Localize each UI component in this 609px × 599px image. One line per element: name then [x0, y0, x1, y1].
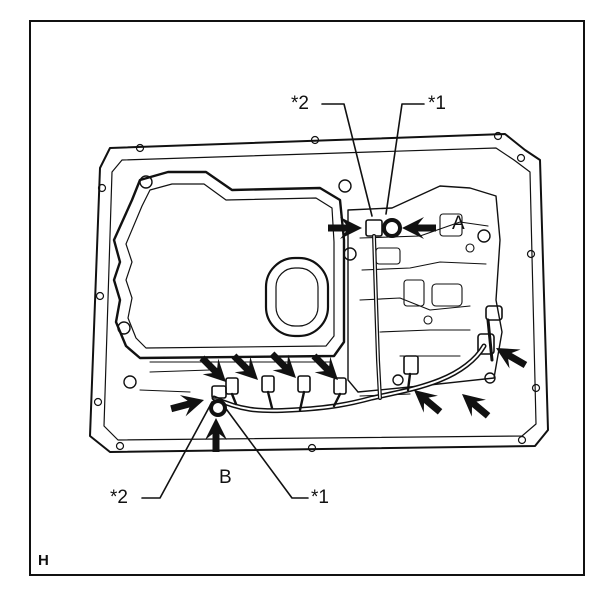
clamp-b [209, 399, 227, 417]
arrow-connector-2 [226, 348, 266, 388]
point-label-b: B [219, 467, 232, 488]
indicator-arrows [168, 217, 531, 452]
arrow-connector-4 [306, 348, 346, 388]
valve-body-block [347, 185, 503, 393]
callout-top-left: *2 [291, 93, 309, 114]
arrow-left-connector [168, 389, 207, 420]
diagram-frame [29, 20, 585, 576]
arrow-lower-right-2 [454, 385, 496, 425]
oval-port [264, 256, 330, 338]
callout-bottom-left: *2 [110, 487, 128, 508]
point-label-a: A [452, 213, 465, 234]
strainer-cover-inner [125, 183, 335, 349]
arrow-right-connector [490, 338, 531, 375]
arrow-right-of-clamp [402, 217, 436, 239]
strainer-cover [112, 170, 346, 360]
figure-code: H [38, 552, 49, 569]
callout-top-right: *1 [428, 93, 446, 114]
oil-pan-outline [89, 133, 549, 453]
clamp-a [382, 218, 402, 238]
arrow-b [205, 418, 227, 452]
body-bolts [117, 175, 496, 389]
flange-bolt-holes [93, 131, 541, 453]
oil-pan-inner-outline [103, 147, 537, 441]
leader-lines [141, 103, 425, 499]
callout-bottom-right: *1 [311, 487, 329, 508]
